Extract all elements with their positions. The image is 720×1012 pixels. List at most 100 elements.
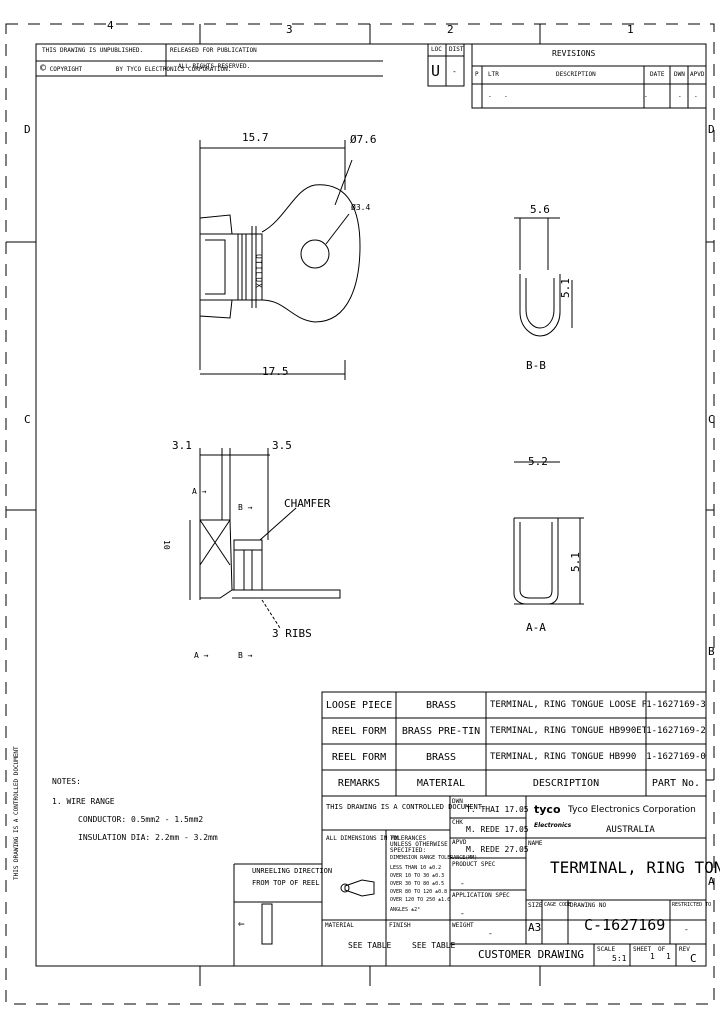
arrow-b-bottom: B → <box>238 652 252 660</box>
chamfer-label: CHAMFER <box>284 497 331 510</box>
chk-value: M. REDE 17.05 <box>466 825 529 834</box>
copyright-label: COPYRIGHT <box>49 66 83 73</box>
rev-row-ltr: - <box>504 93 508 100</box>
arrow-a-bottom-label: A <box>194 651 199 660</box>
arrow-a-bottom: A → <box>194 652 208 660</box>
name-label: NAME <box>528 840 543 847</box>
parts-r1-description: TERMINAL, RING TONGUE LOOSE PIECE <box>490 700 646 710</box>
cage-label: CAGE CODE <box>544 902 572 908</box>
of-label: OF <box>658 946 666 953</box>
rights-notice: ALL RIGHTS RESERVED. <box>178 63 251 70</box>
dim-5-2: 5.2 <box>528 455 548 468</box>
parts-r3-material: BRASS <box>425 751 457 763</box>
section-aa-label: A-A <box>526 621 546 634</box>
restricted-label: RESTRICTED TO <box>672 902 712 908</box>
weight-label: WEIGHT <box>452 922 474 929</box>
unpublished-notice: THIS DRAWING IS UNPUBLISHED. <box>42 47 144 54</box>
zone-left-d: D <box>24 123 31 136</box>
dwgno-value: C-1627169 <box>584 916 666 934</box>
dwn-value: T. THAI 17.05 <box>466 805 529 814</box>
appvd-value: M. REDE 27.05 <box>466 845 529 854</box>
tolerance-row-6: ANGLES ±2° <box>390 907 421 913</box>
parts-r2-description: TERMINAL, RING TONGUE HB990ET <box>490 726 646 736</box>
zone-right-b: B <box>708 645 715 658</box>
customer-drawing: CUSTOMER DRAWING <box>478 948 584 961</box>
sheet-label: SHEET <box>633 946 652 953</box>
arrow-right-icon: → <box>247 503 253 512</box>
side-controlled-text: THIS DRAWING IS A CONTROLLED DOCUMENT <box>13 746 20 880</box>
material-label: MATERIAL <box>325 922 354 929</box>
zone-right-c: C <box>708 413 715 426</box>
arrow-b-bottom-label: B <box>238 651 243 660</box>
tolerance-row-4: OVER 80 TO 120 ±0.8 <box>390 889 448 895</box>
section-bb-label: B-B <box>526 359 546 372</box>
dim-5-6: 5.6 <box>530 203 550 216</box>
arrow-right-icon: → <box>201 487 207 496</box>
revisions-title: REVISIONS <box>552 49 596 58</box>
arrow-b-top-label: B <box>238 503 243 512</box>
notes-title: NOTES: <box>52 777 81 786</box>
zone-top-4: 4 <box>107 19 114 32</box>
unreel-arrow-icon: ⇐ <box>238 917 245 930</box>
arrow-a-top-label: A <box>192 487 197 496</box>
dwgno-label: DRAWING NO <box>570 902 607 909</box>
tolerance-head: DIMENSION RANGE TOLERANCE(MM) <box>390 855 478 861</box>
zone-top-1: 1 <box>627 23 634 36</box>
finish-value: SEE TABLE <box>412 941 456 950</box>
parts-header-description: DESCRIPTION <box>532 777 600 789</box>
application-spec-value: - <box>460 909 465 918</box>
chk-label: CHK <box>452 819 463 826</box>
loc-label: LOC <box>431 46 442 53</box>
arrow-a-top: A → <box>192 488 206 496</box>
rev-row-dwn: - <box>678 93 682 100</box>
dist-label: DIST <box>449 46 464 53</box>
scale-label: SCALE <box>597 946 616 953</box>
product-spec-value: - <box>460 879 465 888</box>
arrow-right-icon: → <box>203 651 209 660</box>
rev-value: C <box>690 952 697 965</box>
scale-value: 5:1 <box>612 954 627 963</box>
parts-r2-remarks: REEL FORM <box>331 725 387 737</box>
tolerance-row-3: OVER 30 TO 80 ±0.5 <box>390 881 445 887</box>
size-value: A3 <box>528 921 542 934</box>
company-name: Tyco Electronics Corporation <box>568 805 696 815</box>
notes-line-3: INSULATION DIA: 2.2mm - 3.2mm <box>78 833 218 842</box>
controlled-document: THIS DRAWING IS A CONTROLLED DOCUMENT. <box>326 803 487 811</box>
finish-label: FINISH <box>389 922 411 929</box>
copyright-icon: © <box>40 63 47 74</box>
unreeling-line-1: UNREELING DIRECTION <box>252 867 333 875</box>
dim-dia-7-6: Ø7.6 <box>350 133 377 146</box>
dim-3-5: 3.5 <box>272 439 292 452</box>
arrow-right-icon: → <box>247 651 253 660</box>
parts-header-remarks: REMARKS <box>337 777 381 789</box>
sheet-value: 1 <box>650 952 655 961</box>
copyright-text: © COPYRIGHT BY TYCO ELECTRONICS CORPORAT… <box>40 64 231 74</box>
tolerance-row-1: LESS THAN 10 ±0.2 <box>390 865 442 871</box>
tolerance-row-5: OVER 120 TO 250 ±1.0 <box>390 897 451 903</box>
arrow-b-top: B → <box>238 504 252 512</box>
parts-r3-partno: 1-1627169-0 <box>646 752 706 762</box>
ribs-label: 3 RIBS <box>272 627 312 640</box>
zone-right-a: A <box>708 875 715 888</box>
application-spec-label: APPLICATION SPEC <box>452 892 510 899</box>
rev-row-p: - <box>488 93 492 100</box>
zone-top-2: 2 <box>447 23 454 36</box>
parts-r3-description: TERMINAL, RING TONGUE HB990 <box>490 752 637 762</box>
zone-left-c: C <box>24 413 31 426</box>
loc-value: U <box>431 62 441 80</box>
company-country: AUSTRALIA <box>606 825 655 835</box>
size-label: SIZE <box>528 902 543 909</box>
parts-header-partno: PART No. <box>651 777 701 789</box>
copyright-owner: BY TYCO ELECTRONICS CORPORATION. <box>115 66 232 73</box>
dim-17-5: 17.5 <box>262 365 289 378</box>
dim-5-1-bb: 5.1 <box>559 278 572 298</box>
appvd-label: APVD <box>452 839 467 846</box>
rev-col-p: P <box>475 71 479 78</box>
dwn-label: DWN <box>452 798 463 805</box>
rev-col-ltr: LTR <box>488 71 499 78</box>
rev-row-date: - <box>644 93 648 100</box>
released-notice: RELEASED FOR PUBLICATION <box>170 47 257 54</box>
name-value: TERMINAL, RING TONGUE <box>550 858 720 877</box>
of-value: 1 <box>666 952 671 961</box>
